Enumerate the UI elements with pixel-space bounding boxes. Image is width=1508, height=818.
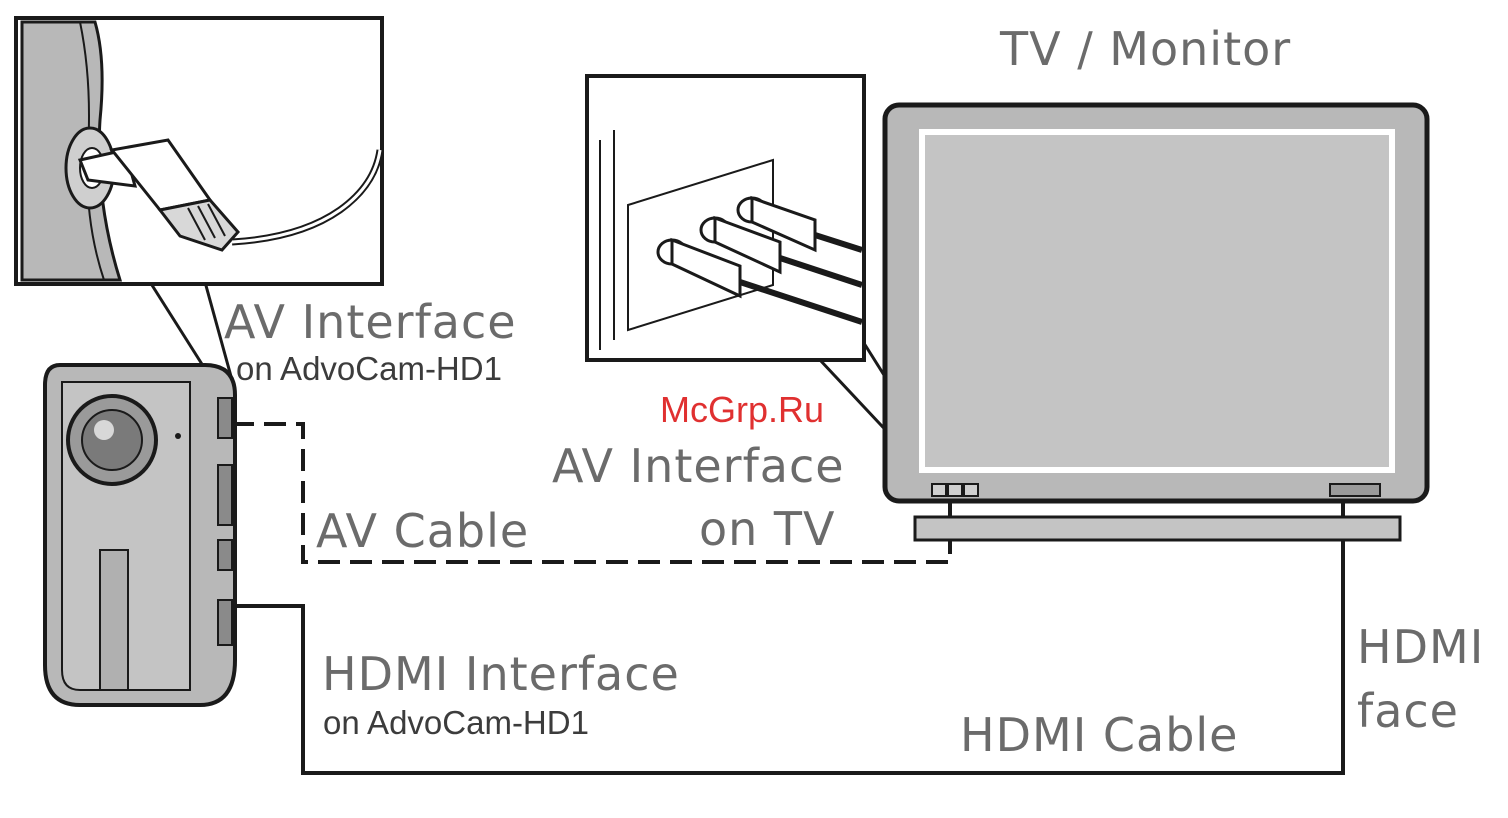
tv-av-jack — [964, 484, 978, 496]
tv-stand — [915, 517, 1400, 540]
hdmi-face-line1: HDMI — [1357, 624, 1484, 670]
hdmi-interface-cam-title: HDMI Interface — [322, 651, 680, 697]
tv-monitor — [885, 105, 1427, 540]
hdmi-face-line2: face — [1357, 688, 1459, 734]
tv-hdmi-port — [1330, 484, 1380, 496]
watermark: McGrp.Ru — [660, 392, 824, 428]
av-interface-tv-line2: on TV — [699, 506, 836, 552]
av-interface-cam-sub: on AdvoCam-HD1 — [236, 352, 502, 385]
hdmi-interface-cam-sub: on AdvoCam-HD1 — [323, 706, 589, 739]
tv-monitor-label: TV / Monitor — [1000, 26, 1291, 72]
av-interface-cam-title: AV Interface — [224, 299, 517, 345]
camera-device — [45, 365, 235, 705]
hdmi-cable-label: HDMI Cable — [960, 712, 1238, 758]
av-interface-tv-line1: AV Interface — [552, 443, 845, 489]
tv-av-jack — [932, 484, 946, 496]
tv-av-jack — [948, 484, 962, 496]
av-cable-label: AV Cable — [316, 508, 529, 554]
